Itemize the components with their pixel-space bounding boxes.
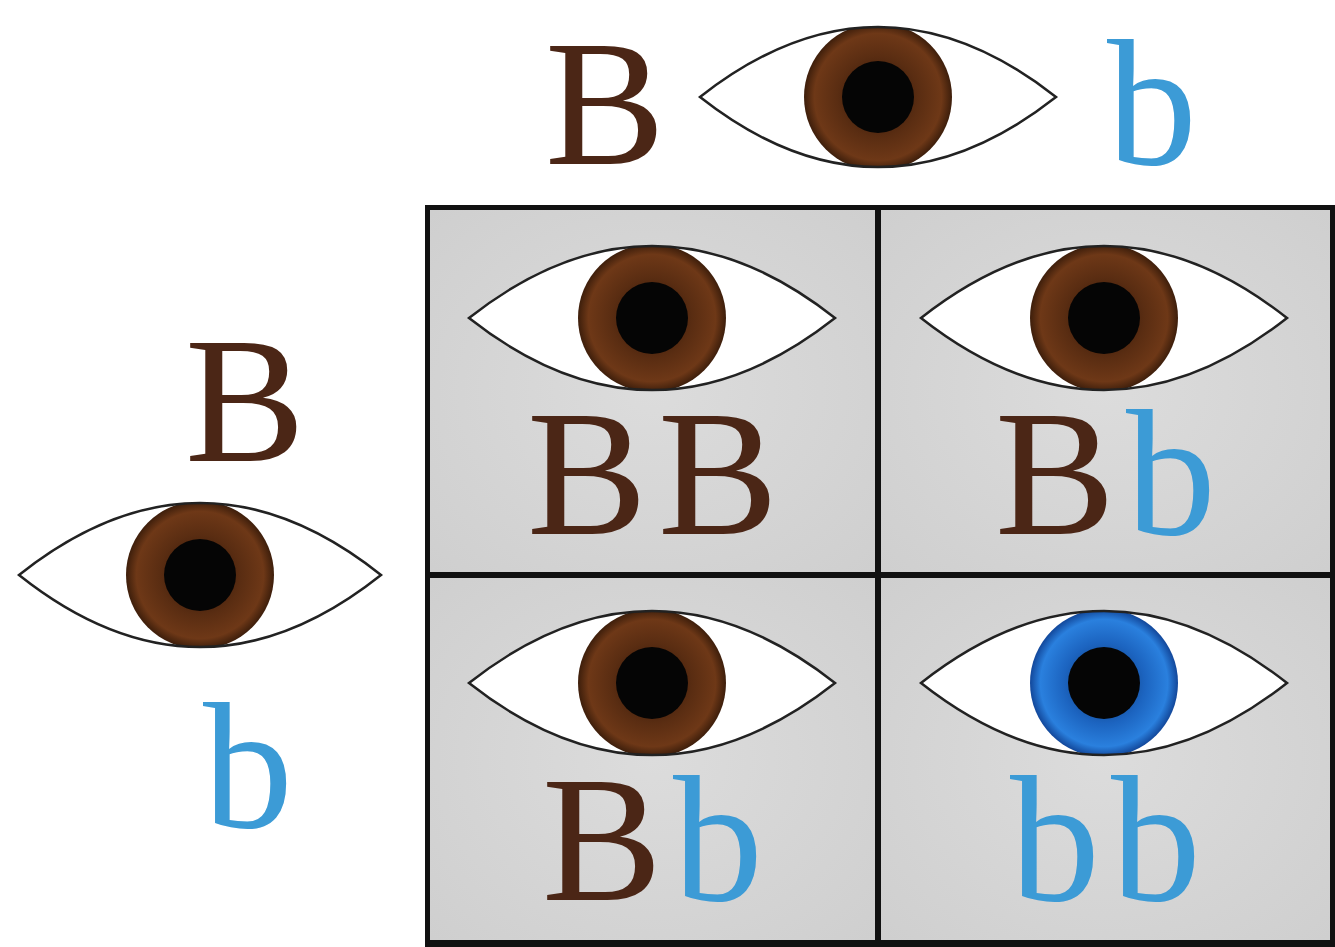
iris <box>804 23 952 171</box>
iris <box>126 501 274 649</box>
genotype-text: Bb <box>430 759 875 921</box>
grid-frame <box>425 205 1335 947</box>
grid-cell <box>430 578 875 940</box>
brown-eye <box>469 244 835 392</box>
allele-letter: b <box>673 740 774 939</box>
eye-outline <box>921 246 1287 390</box>
pupil <box>616 647 688 719</box>
parent-allele: B <box>545 23 665 185</box>
allele-letter: B <box>527 374 658 573</box>
allele-label: b <box>203 686 293 848</box>
genotype-text: bb <box>881 759 1330 921</box>
allele-letter: B <box>185 301 305 500</box>
pupil <box>164 539 236 611</box>
brown-eye <box>921 244 1287 392</box>
eye-outline <box>700 27 1056 167</box>
iris <box>1030 244 1178 392</box>
punnett-cell: BB <box>430 210 875 572</box>
brown-eye <box>700 23 1056 171</box>
genotype-text: BB <box>430 393 875 555</box>
brown-eye <box>19 501 381 649</box>
pupil <box>1068 647 1140 719</box>
allele-letter: B <box>995 374 1126 573</box>
eye-outline <box>19 503 381 647</box>
grid-cell <box>881 578 1330 940</box>
parent-allele: b <box>203 686 293 848</box>
eye-outline <box>921 611 1287 755</box>
allele-letter: b <box>1010 740 1111 939</box>
punnett-cell: Bb <box>881 210 1330 572</box>
allele-letter: b <box>1107 4 1197 203</box>
allele-label: b <box>1107 23 1197 185</box>
iris <box>578 609 726 757</box>
allele-label: B <box>545 23 665 185</box>
genotype-text: Bb <box>881 393 1330 555</box>
pupil <box>616 282 688 354</box>
punnett-cell: Bb <box>430 578 875 940</box>
parent-allele: b <box>1107 23 1197 185</box>
punnett-cell: bb <box>881 578 1330 940</box>
iris <box>1030 609 1178 757</box>
blue-eye <box>921 609 1287 757</box>
allele-letter: B <box>545 4 665 203</box>
parent-allele: B <box>185 320 305 482</box>
allele-letter: B <box>542 740 673 939</box>
pupil <box>842 61 914 133</box>
iris <box>578 244 726 392</box>
allele-letter: B <box>658 374 789 573</box>
eye-outline <box>469 246 835 390</box>
brown-eye <box>469 609 835 757</box>
allele-letter: b <box>1111 740 1212 939</box>
allele-label: B <box>185 320 305 482</box>
eye-outline <box>469 611 835 755</box>
pupil <box>1068 282 1140 354</box>
allele-letter: b <box>203 667 293 866</box>
allele-letter: b <box>1126 374 1227 573</box>
